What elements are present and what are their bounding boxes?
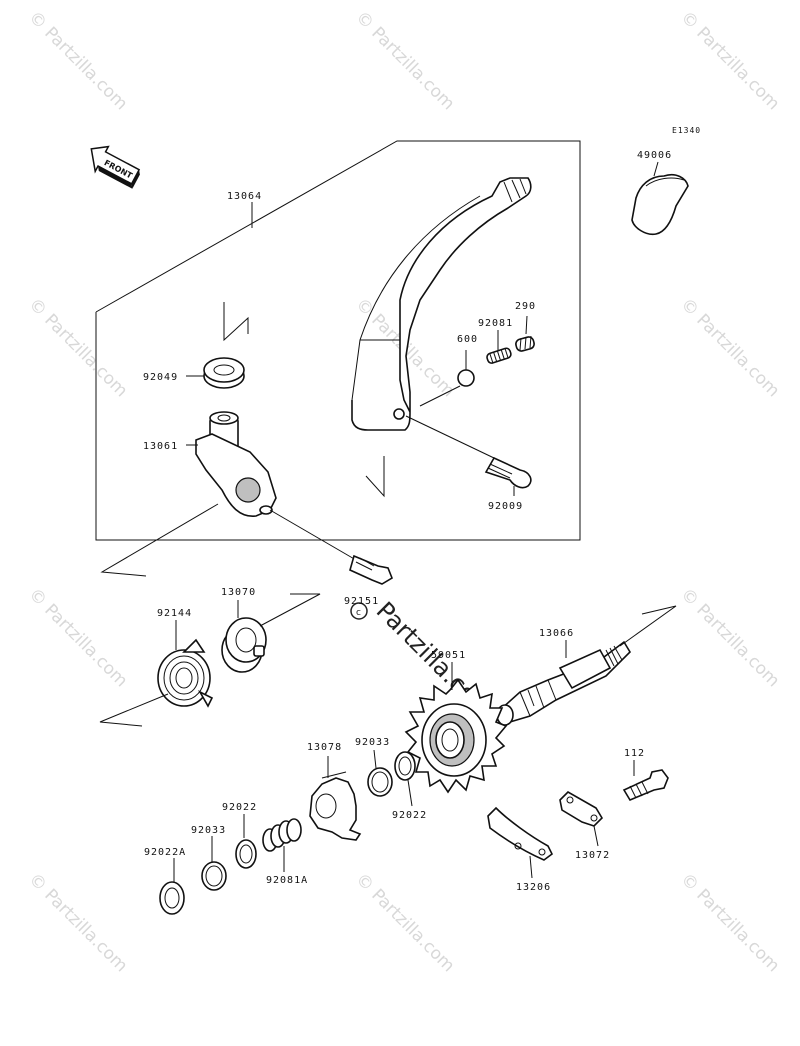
assembly-box-13064 xyxy=(95,140,581,541)
part-label: 92151 xyxy=(344,596,379,607)
lever-base-13061 xyxy=(186,411,277,517)
watermark: © Partzilla.com xyxy=(676,294,783,401)
watermark: © Partzilla.com xyxy=(24,584,131,691)
part-label: 92022 xyxy=(392,810,427,821)
circlip-92033 xyxy=(367,749,393,797)
part-label: 13064 xyxy=(227,191,262,202)
part-label: 92144 xyxy=(157,608,192,619)
part-label: 92033 xyxy=(355,737,390,748)
axis-line xyxy=(100,503,219,577)
part-label: 92081A xyxy=(266,875,308,886)
part-label: 92049 xyxy=(143,372,178,383)
bolt-92151 xyxy=(349,554,393,585)
washer-92022 xyxy=(235,814,257,869)
part-label: 13066 xyxy=(539,628,574,639)
part-label: 49006 xyxy=(637,150,672,161)
watermark: © Partzilla.com xyxy=(676,584,783,691)
part-labels: 13064 49006 290 92081 600 92049 13061 92… xyxy=(143,150,672,893)
part-label: 59051 xyxy=(431,650,466,661)
gear-59051 xyxy=(404,662,508,794)
front-arrow-icon: FRONT xyxy=(90,145,141,189)
spring-92144 xyxy=(99,620,214,727)
part-label: 13078 xyxy=(307,742,342,753)
watermark: © Partzilla.com xyxy=(351,869,458,976)
watermark: © Partzilla.com xyxy=(676,869,783,976)
watermark: © Partzilla.com xyxy=(351,7,458,114)
collar-13070 xyxy=(221,593,321,673)
watermark: © Partzilla.com xyxy=(24,869,131,976)
washer-92022A xyxy=(159,858,185,915)
part-label: 290 xyxy=(515,301,536,312)
watermark: © Partzilla.com xyxy=(24,7,131,114)
oil-seal-92049 xyxy=(186,302,249,389)
shaft-13066 xyxy=(496,605,677,726)
spring-92081A xyxy=(262,818,302,872)
part-label: 92009 xyxy=(488,501,523,512)
ratchet-13078 xyxy=(309,756,362,841)
part-label: 13061 xyxy=(143,441,178,452)
washer-92022 xyxy=(394,751,416,807)
part-label: 92022 xyxy=(222,802,257,813)
bolt-112 xyxy=(622,760,669,802)
part-label: 13072 xyxy=(575,850,610,861)
svg-text:c: c xyxy=(356,608,361,618)
part-label: 600 xyxy=(457,334,478,345)
part-label: 112 xyxy=(624,748,645,759)
diagram-code: E1340 xyxy=(672,126,701,135)
kick-lever-arm xyxy=(351,177,532,498)
detent-parts xyxy=(419,315,535,407)
circlip-92033 xyxy=(201,836,227,891)
part-label: 13070 xyxy=(221,587,256,598)
pedal-rubber-49006 xyxy=(631,161,689,236)
part-label: 92022A xyxy=(144,847,186,858)
guide-13206 xyxy=(487,806,554,879)
axis-line xyxy=(269,509,357,561)
plate-13072 xyxy=(559,791,604,847)
watermark: © Partzilla.com xyxy=(24,294,131,401)
part-label: 92081 xyxy=(478,318,513,329)
part-label: 92033 xyxy=(191,825,226,836)
bolt-92009 xyxy=(405,415,532,496)
part-label: 13206 xyxy=(516,882,551,893)
watermark: © Partzilla.com xyxy=(676,7,783,114)
